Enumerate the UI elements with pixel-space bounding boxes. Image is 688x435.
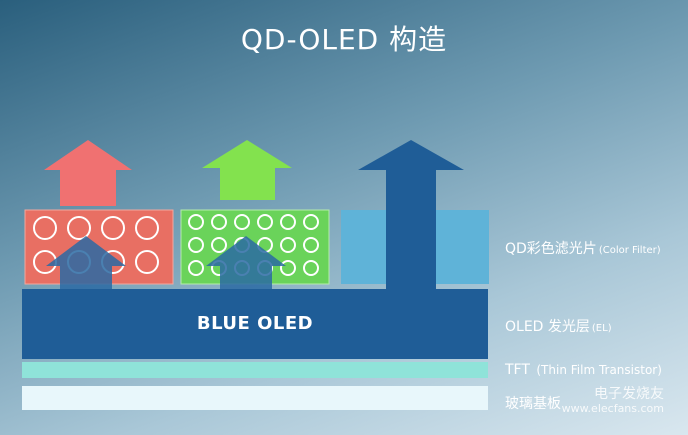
blue-oled-layer bbox=[22, 289, 488, 359]
tft-layer bbox=[22, 362, 488, 378]
qd-filter-label: QD彩色滤光片(Color Filter) bbox=[505, 241, 661, 257]
green-output-arrow bbox=[202, 140, 292, 200]
watermark-url: www.elecfans.com bbox=[561, 402, 664, 415]
tft-label: TFT (Thin Film Transistor) bbox=[505, 362, 662, 378]
page-title: QD-OLED 构造 bbox=[240, 23, 448, 56]
watermark-brand: 电子发烧友 bbox=[594, 386, 664, 402]
red-output-arrow bbox=[44, 140, 132, 206]
oled-label: OLED 发光层(EL) bbox=[505, 319, 612, 335]
blue-oled-label: BLUE OLED bbox=[196, 313, 314, 334]
watermark: 电子发烧友 www.elecfans.com bbox=[540, 381, 670, 421]
glass-label: 玻璃基板 bbox=[505, 396, 561, 412]
blue-light-arrow-green bbox=[206, 236, 286, 289]
glass-substrate-layer bbox=[22, 386, 488, 410]
blue-output-arrow bbox=[358, 140, 464, 289]
blue-light-arrow-red bbox=[46, 236, 126, 289]
